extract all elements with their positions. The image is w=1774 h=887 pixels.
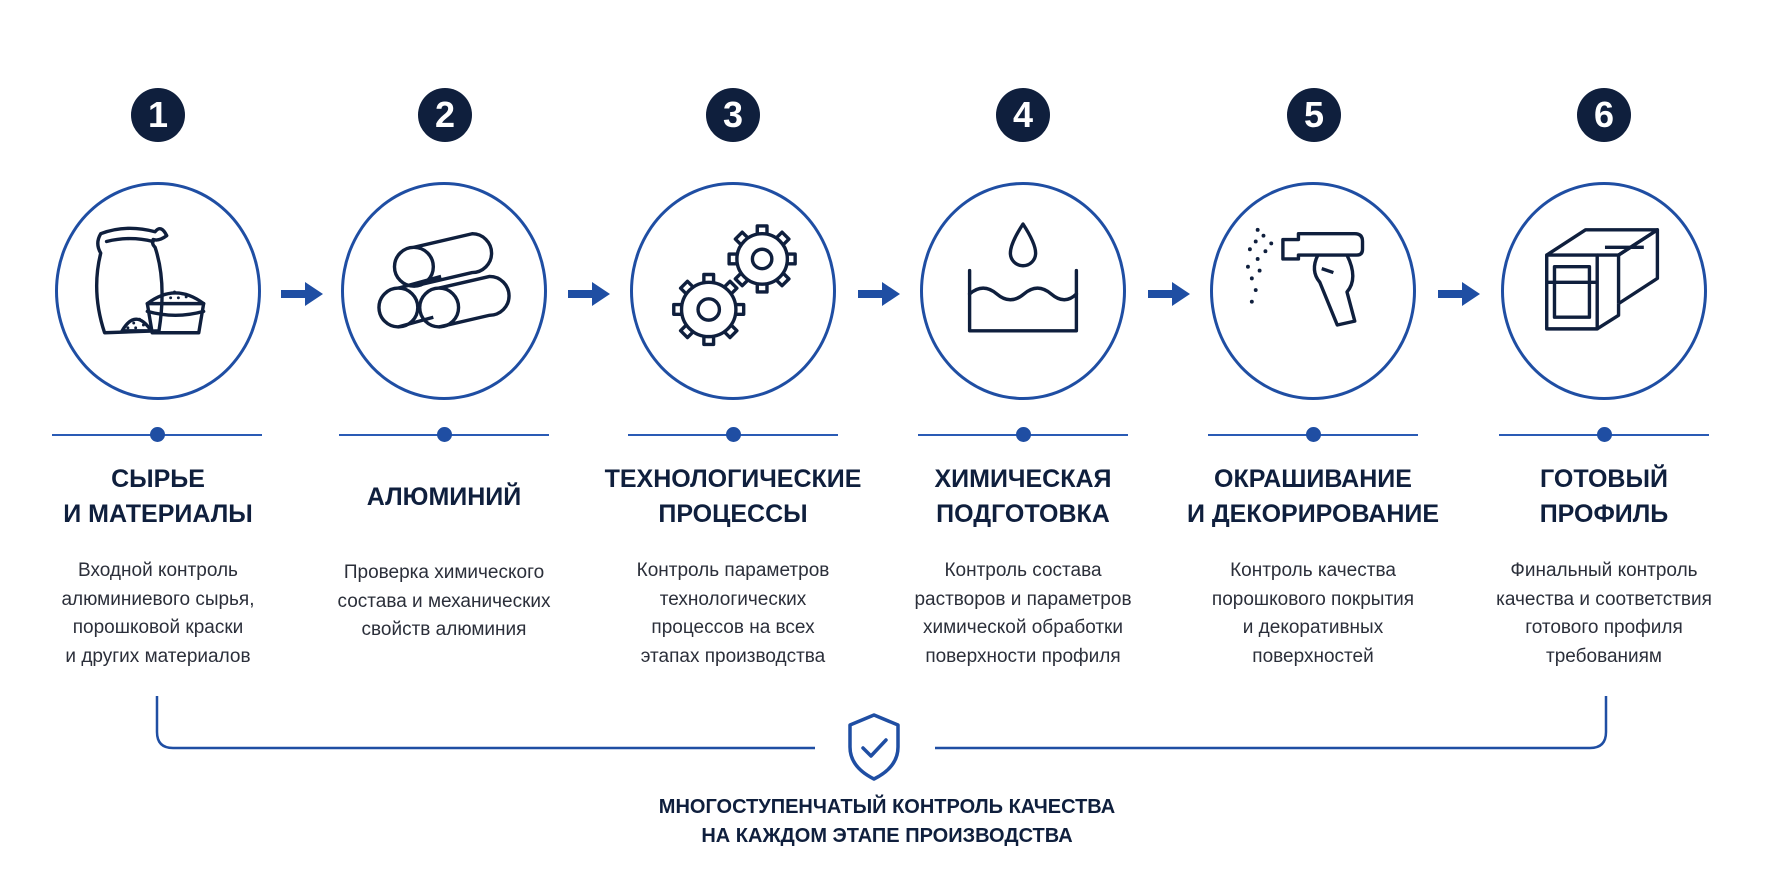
arrow-1-icon xyxy=(281,282,323,306)
step-5-title: ОКРАШИВАНИЕ И ДЕКОРИРОВАНИЕ xyxy=(1186,465,1440,528)
step-3-icon-circle xyxy=(630,182,836,400)
step-6-number-badge: 6 xyxy=(1577,88,1631,142)
step-1-dot xyxy=(150,427,165,442)
step-1-icon-circle xyxy=(55,182,261,400)
step-3-dot xyxy=(726,427,741,442)
step-4-description: Контроль состава растворов и параметров … xyxy=(914,560,1132,667)
step-1-description: Входной контроль алюминиевого сырья, пор… xyxy=(61,560,255,667)
quality-control-bracket xyxy=(155,696,1608,750)
step-2-dot xyxy=(437,427,452,442)
step-3-title: ТЕХНОЛОГИЧЕСКИЕ ПРОЦЕССЫ xyxy=(604,465,862,528)
arrow-4-icon xyxy=(1148,282,1190,306)
step-1-number-badge: 1 xyxy=(131,88,185,142)
chemical-bath-icon xyxy=(967,222,1079,333)
step-5-number-badge: 5 xyxy=(1287,88,1341,142)
step-4-dot xyxy=(1016,427,1031,442)
step-5-icon-circle xyxy=(1210,182,1416,400)
step-2-description: Проверка химического состава и механичес… xyxy=(337,562,551,640)
step-4-title: ХИМИЧЕСКАЯ ПОДГОТОВКА xyxy=(934,465,1112,528)
step-6-title: ГОТОВЫЙ ПРОФИЛЬ xyxy=(1539,465,1669,528)
step-6-description: Финальный контроль качества и соответств… xyxy=(1496,560,1712,667)
step-4-number-badge: 4 xyxy=(996,88,1050,142)
arrow-3-icon xyxy=(858,282,900,306)
step-2-number-badge: 2 xyxy=(418,88,472,142)
sack-bucket-icon xyxy=(94,226,206,335)
step-5-dot xyxy=(1306,427,1321,442)
step-3-description: Контроль параметров технологических проц… xyxy=(636,560,830,667)
step-5-description: Контроль качества порошкового покрытия и… xyxy=(1211,560,1415,667)
step-4-icon-circle xyxy=(920,182,1126,400)
footer-caption: МНОГОСТУПЕНЧАТЫЙ КОНТРОЛЬ КАЧЕСТВА НА КА… xyxy=(658,796,1116,847)
step-1-title: СЫРЬЕ И МАТЕРИАЛЫ xyxy=(63,465,253,528)
arrow-5-icon xyxy=(1438,282,1480,306)
step-2-icon-circle xyxy=(341,182,547,400)
step-3-number-badge: 3 xyxy=(706,88,760,142)
step-6-icon-circle xyxy=(1501,182,1707,400)
aluminum-profile-icon xyxy=(1545,228,1660,331)
shield-check-icon xyxy=(848,713,900,781)
step-6-dot xyxy=(1597,427,1612,442)
gears-icon xyxy=(672,224,797,347)
aluminum-logs-icon xyxy=(377,232,511,329)
arrow-2-icon xyxy=(568,282,610,306)
spray-gun-icon xyxy=(1246,227,1365,327)
step-2-title: АЛЮМИНИЙ xyxy=(366,483,522,511)
